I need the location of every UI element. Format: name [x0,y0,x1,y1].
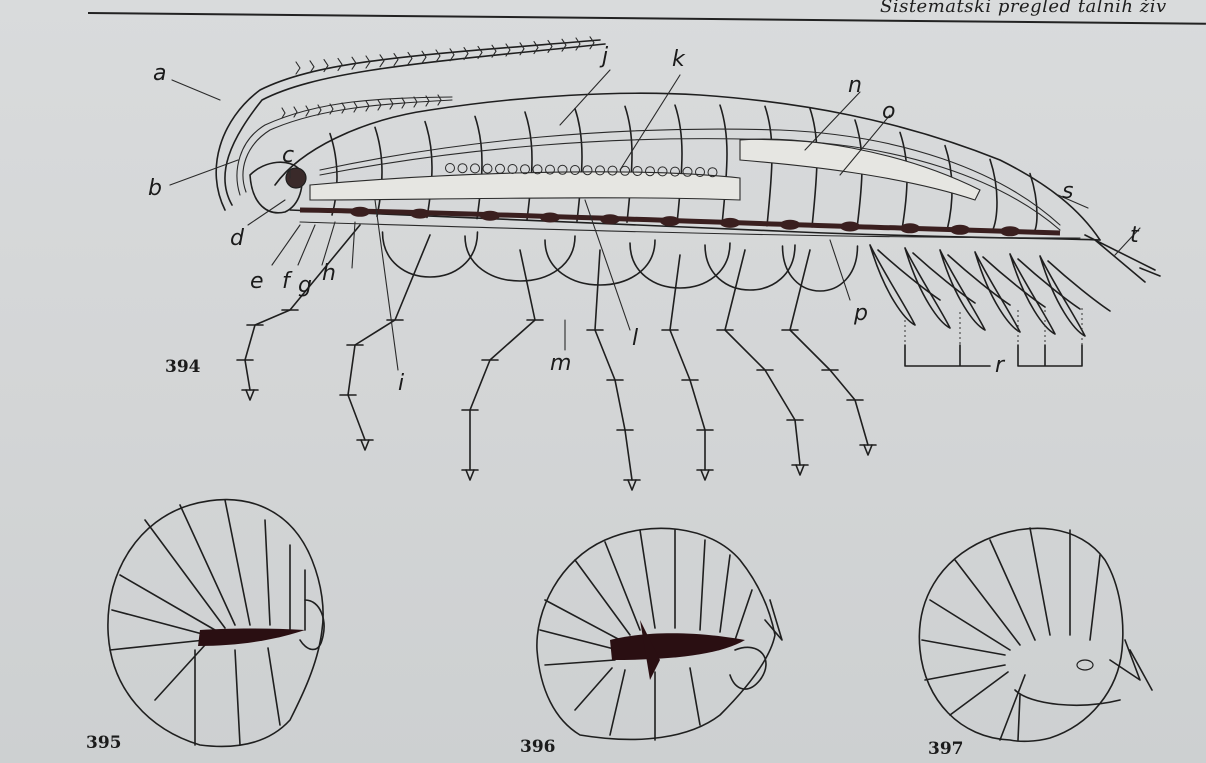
label-t: t [1130,223,1140,248]
label-k: k [672,47,686,72]
eye-icon [1077,660,1093,670]
rolled-isopod-396 [537,528,782,740]
label-b: b [148,176,162,201]
label-m: m [550,351,571,376]
label-a: a [153,61,166,86]
label-g: g [298,273,312,298]
label-e: e [250,269,264,294]
figure-number-397: 397 [928,739,964,759]
label-i: i [398,371,404,396]
label-c: c [282,143,294,168]
eye-icon [286,168,306,188]
figure-number-396: 396 [520,737,556,757]
rolled-isopod-397 [919,528,1152,741]
label-r: r [995,353,1006,378]
label-n: n [848,73,862,98]
label-o: o [882,99,895,124]
label-d: d [230,226,245,251]
label-s: s [1062,179,1073,204]
amphipod-drawing-394 [170,37,1160,490]
rolled-isopod-395 [108,500,324,747]
label-h: h [322,261,336,286]
figure-number-394: 394 [165,357,201,377]
label-l: l [632,326,638,351]
label-f: f [282,269,293,294]
figure-number-395: 395 [86,733,122,753]
label-j: j [599,44,609,69]
label-p: p [853,301,868,326]
